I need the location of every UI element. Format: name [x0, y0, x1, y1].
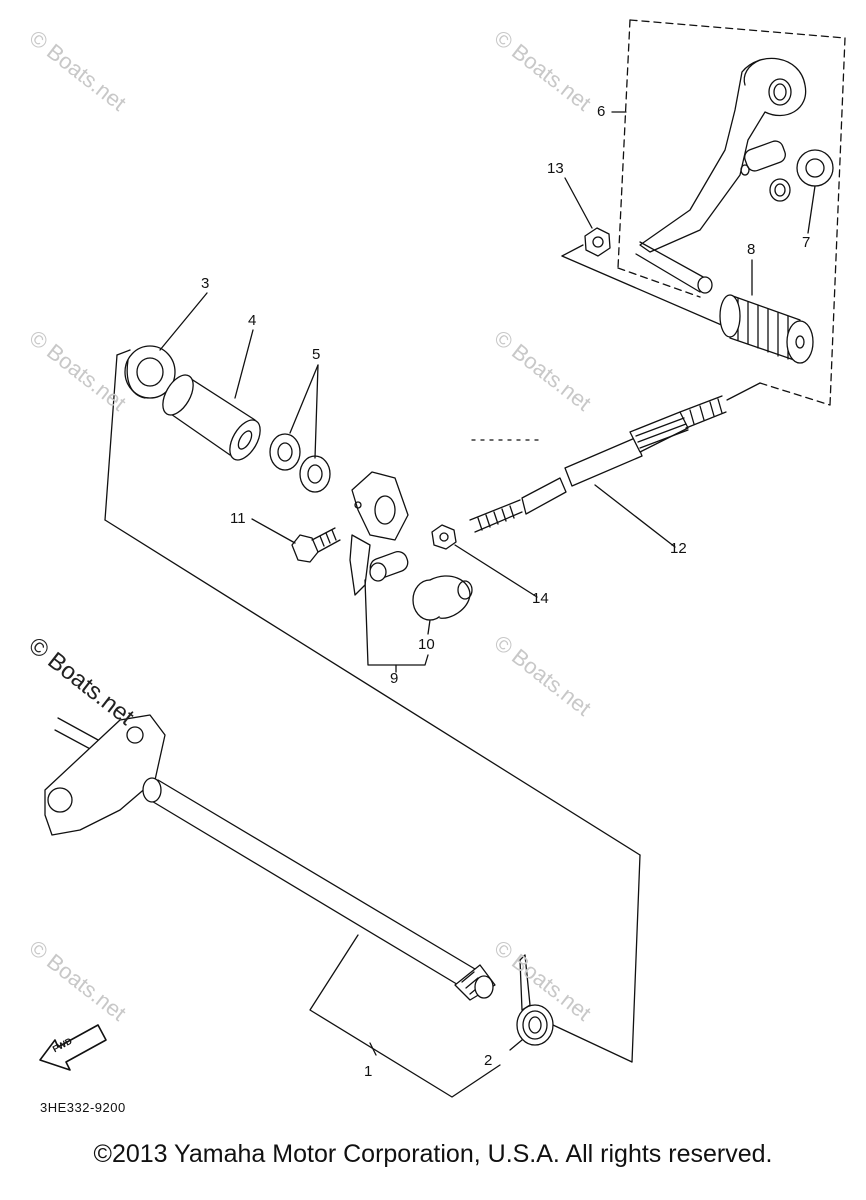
callout-5: 5: [312, 346, 321, 363]
copyright-notice: ©2013 Yamaha Motor Corporation, U.S.A. A…: [93, 1140, 773, 1168]
joint-part-10: [412, 575, 473, 621]
callout-6: 6: [597, 103, 606, 120]
callout-13: 13: [547, 160, 564, 177]
callout-10: 10: [418, 636, 435, 653]
callout-11: 11: [230, 510, 246, 527]
nut-part-14: [431, 524, 457, 550]
callout-12: 12: [670, 540, 687, 557]
fwd-arrow: [39, 1024, 107, 1071]
callout-1: 1: [364, 1063, 373, 1080]
callout-9: 9: [390, 670, 399, 687]
shift-shaft-part-1: [44, 714, 496, 1001]
pedal-joint-part-7: [740, 140, 834, 202]
callout-14: 14: [532, 590, 549, 607]
callout-4: 4: [248, 312, 257, 329]
callout-3: 3: [201, 275, 210, 292]
washer-part-5: [269, 433, 331, 493]
callout-7: 7: [802, 234, 811, 251]
shift-arm-part-9: [349, 471, 409, 596]
callout-2: 2: [484, 1052, 493, 1069]
pedal-assembly-dashed-box: [617, 19, 846, 406]
shift-rod-part-12: [469, 395, 727, 533]
callout-8: 8: [747, 241, 756, 258]
return-spring-part-2: [516, 954, 554, 1046]
pedal-rubber-part-8: [719, 294, 814, 364]
oil-seal-part-3: [124, 345, 176, 399]
diagram-code: 3HE332-9200: [40, 1100, 126, 1115]
shift-pedal-part-6: [639, 57, 807, 253]
bolt-part-11: [291, 527, 341, 563]
collar-part-4: [162, 374, 261, 461]
nut-part-13: [584, 227, 611, 257]
